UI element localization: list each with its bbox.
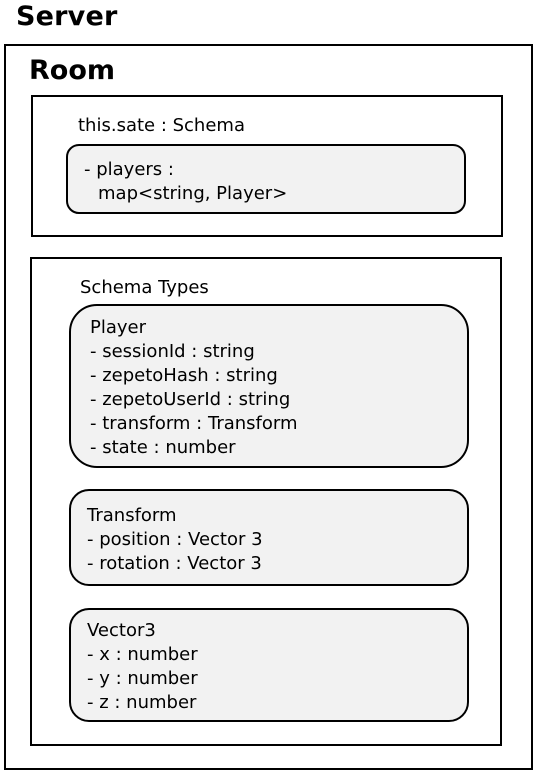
player-field-state: - state : number (90, 437, 236, 458)
players-field-type: map<string, Player> (98, 183, 288, 204)
players-field-card: - players : map<string, Player> (66, 144, 466, 214)
server-title: Server (16, 1, 118, 32)
transform-schema-name: Transform (87, 505, 177, 526)
vector3-field-z: - z : number (87, 692, 197, 713)
transform-field-position: - position : Vector 3 (87, 529, 263, 550)
room-state-container (31, 95, 503, 237)
player-field-transform: - transform : Transform (90, 413, 298, 434)
player-schema-card: Player - sessionId : string - zepetoHash… (69, 304, 469, 468)
state-schema-label: this.sate : Schema (78, 115, 245, 136)
vector3-field-y: - y : number (87, 668, 198, 689)
room-title: Room (29, 55, 116, 86)
vector3-field-x: - x : number (87, 644, 198, 665)
players-field-name: - players : (84, 159, 174, 180)
player-field-sessionid: - sessionId : string (90, 341, 255, 362)
transform-field-rotation: - rotation : Vector 3 (87, 553, 262, 574)
vector3-schema-card: Vector3 - x : number - y : number - z : … (69, 608, 469, 722)
player-field-zepetouserid: - zepetoUserId : string (90, 389, 291, 410)
vector3-schema-name: Vector3 (87, 620, 156, 641)
schema-types-container (30, 257, 502, 746)
schema-types-label: Schema Types (80, 277, 209, 298)
player-field-zepetohash: - zepetoHash : string (90, 365, 278, 386)
server-container (4, 44, 533, 770)
transform-schema-card: Transform - position : Vector 3 - rotati… (69, 489, 469, 586)
player-schema-name: Player (90, 317, 147, 338)
